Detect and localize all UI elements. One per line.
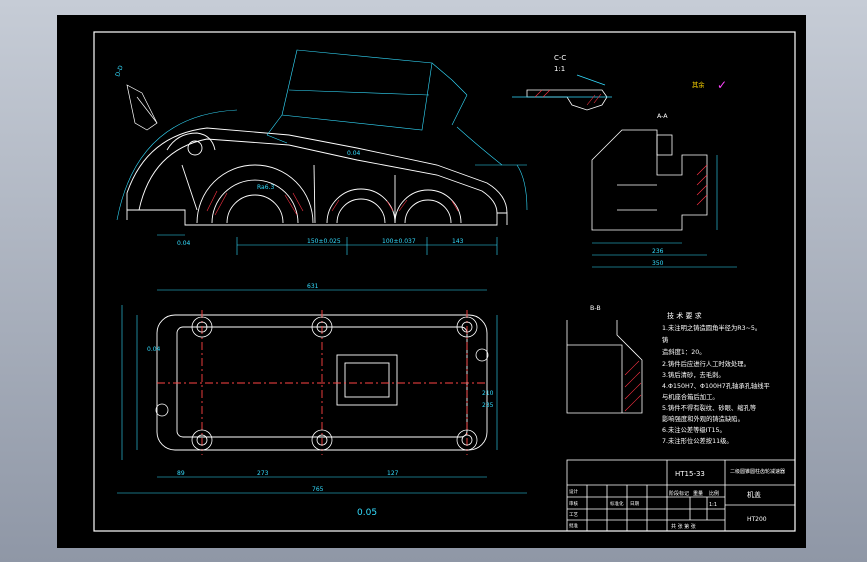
part-name: 机盖 [747, 490, 761, 499]
tech-req-item: 与机座合箱后加工。 [662, 392, 719, 401]
dim-765: 765 [312, 486, 324, 493]
other-roughness-label: 其余 [692, 80, 705, 89]
tech-req-item: 4.Φ150H7、Φ100H7孔轴承孔轴线平 [662, 381, 770, 390]
cad-drawing: 150±0.025 100±0.037 143 0.04 0.04 Ra6.3 … [93, 31, 796, 532]
flatness-callout-2: 0.04 [147, 346, 161, 353]
flatness-callout-bottom: 0.05 [357, 508, 377, 518]
checker-label: 审核 [569, 500, 578, 507]
dim-210: 210 [482, 390, 494, 397]
section-cc-title: C-C [554, 54, 566, 62]
tech-req-item: 造斜度1：20。 [662, 347, 706, 356]
approve-label: 批准 [569, 522, 578, 529]
section-aa-dims [592, 155, 737, 268]
plan-bolt-holes [155, 316, 489, 451]
tech-req-item: 影响强度和外观的铸造缺陷。 [662, 414, 744, 423]
section-cc-hatch [534, 89, 602, 106]
roughness-check-icon: ✓ [717, 78, 727, 92]
dim-350: 350 [652, 260, 664, 267]
flatness-callout-top: 0.04 [347, 150, 361, 157]
dim-631: 631 [307, 283, 319, 290]
plan-dim-text: 631 273 89 127 765 0.04 0.05 210 235 [147, 283, 494, 518]
section-aa-hatch [696, 164, 708, 206]
stage-marks: 阶段标记 [669, 490, 689, 497]
std-label: 标准化 [610, 500, 624, 507]
tech-req-item: 1.未注明之铸造圆角半径为R3~5。 [662, 323, 761, 332]
dim-273: 273 [257, 470, 269, 477]
school-name: 二级圆锥圆柱齿轮减速器 [730, 468, 785, 475]
section-bb [566, 320, 643, 414]
weight-label: 重量 [693, 490, 703, 497]
dim-235: 235 [482, 402, 494, 409]
process-label: 工艺 [569, 512, 578, 518]
center-distance-2: 100±0.037 [382, 238, 416, 245]
tech-req-item: 2.铸件后应进行人工时效处理。 [662, 359, 750, 368]
designer-label: 设计 [569, 488, 578, 495]
view-dd-sketch [126, 84, 158, 131]
section-aa-title: A-A [657, 113, 668, 120]
material: HT200 [747, 516, 767, 523]
title-block [566, 459, 796, 532]
sheet-count: 共 张 第 张 [671, 523, 696, 530]
section-bb-title: B-B [590, 305, 601, 312]
front-view [126, 127, 508, 226]
dim-127: 127 [387, 470, 399, 477]
scale-label: 比例 [709, 490, 719, 497]
dim-236: 236 [652, 248, 664, 255]
drawing-viewport[interactable]: 150±0.025 100±0.037 143 0.04 0.04 Ra6.3 … [57, 15, 806, 548]
section-cc-scale: 1:1 [554, 65, 565, 73]
plan-dims [117, 289, 527, 494]
front-dim-text: 150±0.025 100±0.037 143 0.04 0.04 Ra6.3 [177, 150, 464, 247]
tech-req-item: 7.未注形位公差按11级。 [662, 436, 733, 445]
dim-143: 143 [452, 238, 464, 245]
center-distance-1: 150±0.025 [307, 238, 341, 245]
part-number: HT15-33 [675, 470, 705, 478]
title-block-text: HT15-33 二级圆锥圆柱齿轮减速器 机盖 HT200 阶段标记 重量 比例 … [569, 468, 785, 530]
section-aa [591, 129, 708, 231]
tech-req-item: 铸 [662, 335, 669, 344]
flatness-callout-1: 0.04 [177, 240, 191, 247]
roughness-front: Ra6.3 [257, 184, 274, 191]
drawing-frame [93, 31, 796, 532]
section-bb-hatch [624, 360, 642, 412]
dim-89: 89 [177, 470, 185, 477]
tech-req-item: 6.未注公差等级IT15。 [662, 425, 726, 434]
tech-req-list: 1.未注明之铸造圆角半径为R3~5。 铸 造斜度1：20。 2.铸件后应进行人工… [662, 323, 770, 445]
tech-req-item: 5.铸件不得有裂纹、砂眼、缩孔等 [662, 403, 757, 412]
section-cc [512, 74, 612, 111]
scale-value: 1:1 [709, 502, 717, 508]
tech-req-title: 技 术 要 求 [667, 311, 702, 320]
front-hatch [206, 190, 459, 216]
view-dd-label: D-D [114, 64, 125, 77]
tech-req-item: 3.铸后清砂，去毛刺。 [662, 370, 725, 379]
front-dims [116, 49, 528, 255]
date-label: 日期 [630, 501, 639, 507]
